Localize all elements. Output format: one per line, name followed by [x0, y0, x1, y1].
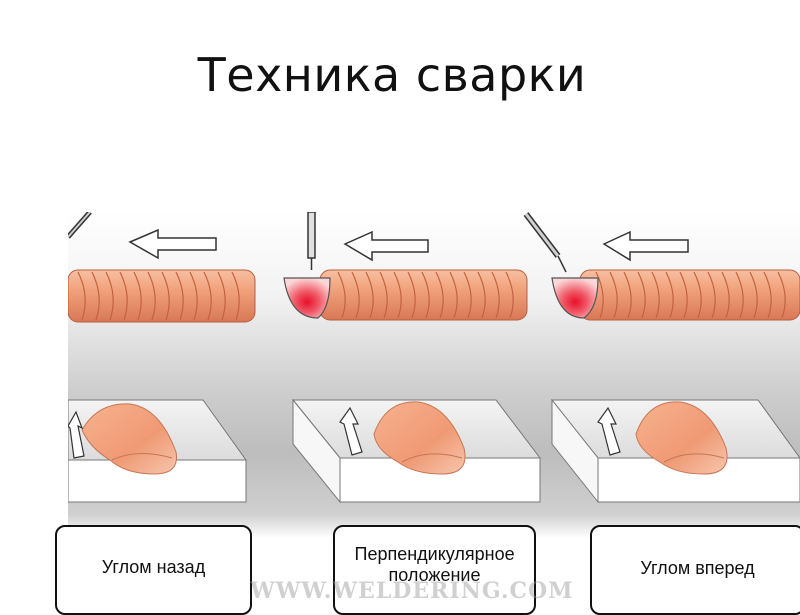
panel-backward	[68, 212, 256, 503]
electrode-icon	[307, 212, 316, 270]
travel-arrow-icon	[68, 410, 85, 459]
electrode-icon	[68, 212, 92, 239]
electrode-icon	[523, 212, 567, 273]
panel-forward	[523, 212, 800, 504]
slide-title: Техника сварки	[197, 48, 587, 102]
direction-arrow-icon	[343, 230, 429, 262]
watermark: WWW.WELDERING.COM	[250, 578, 574, 604]
weld-bead	[551, 269, 800, 321]
travel-arrow-icon	[597, 406, 621, 456]
label-backward-text: Углом назад	[101, 557, 206, 577]
weld-bead	[68, 269, 256, 323]
bead-blob	[81, 403, 178, 475]
label-backward-angle: Углом назад	[55, 525, 252, 615]
bead-blob	[635, 401, 728, 475]
label-forward-text: Углом вперед	[640, 558, 755, 578]
weld-bead	[283, 269, 528, 321]
direction-arrow-icon	[128, 228, 217, 260]
bead-blob	[373, 401, 466, 475]
direction-arrow-icon	[602, 230, 689, 262]
travel-arrow-icon	[339, 406, 363, 456]
label-perpendicular-text: Перпендикулярное положение	[354, 544, 515, 585]
label-forward-angle: Углом вперед	[590, 525, 800, 615]
panel-perpendicular	[283, 212, 542, 504]
